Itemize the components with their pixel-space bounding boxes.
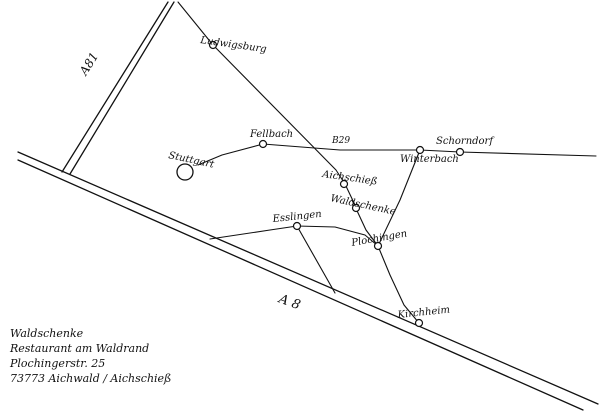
- restaurant-street: Plochingerstr. 25: [10, 357, 106, 370]
- winterbach-label: Winterbach: [400, 154, 459, 165]
- esslingen-label: Esslingen: [271, 209, 322, 225]
- b29-label: B29: [331, 136, 350, 146]
- a8-label: A 8: [276, 291, 303, 313]
- kirchheim-label: Kirchheim: [396, 305, 450, 322]
- winterbach-marker: [415, 145, 425, 155]
- kirchheim-marker: [414, 318, 424, 328]
- a81-motorway: [61, 1, 175, 175]
- a81-label: A81: [76, 50, 101, 79]
- schorndorf-label: Schorndorf: [436, 136, 495, 147]
- fellbach-marker: [258, 139, 268, 149]
- restaurant-tagline: Restaurant am Waldrand: [10, 342, 150, 355]
- waldschenke-marker: [351, 203, 361, 213]
- ludwigsburg-marker: [208, 40, 218, 50]
- road-winterbach-plochingen: [377, 149, 421, 247]
- restaurant-city: 73773 Aichwald / Aichschieß: [10, 372, 172, 385]
- schorndorf-marker: [455, 147, 465, 157]
- esslingen-marker: [292, 221, 302, 231]
- restaurant-name: Waldschenke: [10, 327, 84, 340]
- b29-road: [197, 143, 597, 166]
- road-esslingen-a8: [296, 225, 336, 294]
- waldschenke-label: Waldschenke: [329, 193, 396, 218]
- fellbach-label: Fellbach: [249, 129, 293, 140]
- stuttgart-marker: [176, 163, 194, 181]
- road-plochingen-kirchheim: [377, 245, 420, 324]
- road-ludwigsburg: [177, 1, 356, 206]
- ludwigsburg-label: Ludwigsburg: [199, 35, 268, 55]
- road-esslingen: [209, 225, 379, 247]
- aichschiess-label: Aichschieß: [321, 169, 378, 188]
- address-block: Waldschenke Restaurant am Waldrand Ploch…: [10, 326, 171, 386]
- aichschiess-marker: [339, 179, 349, 189]
- plochingen-marker: [373, 241, 383, 251]
- a8-motorway: [17, 151, 599, 411]
